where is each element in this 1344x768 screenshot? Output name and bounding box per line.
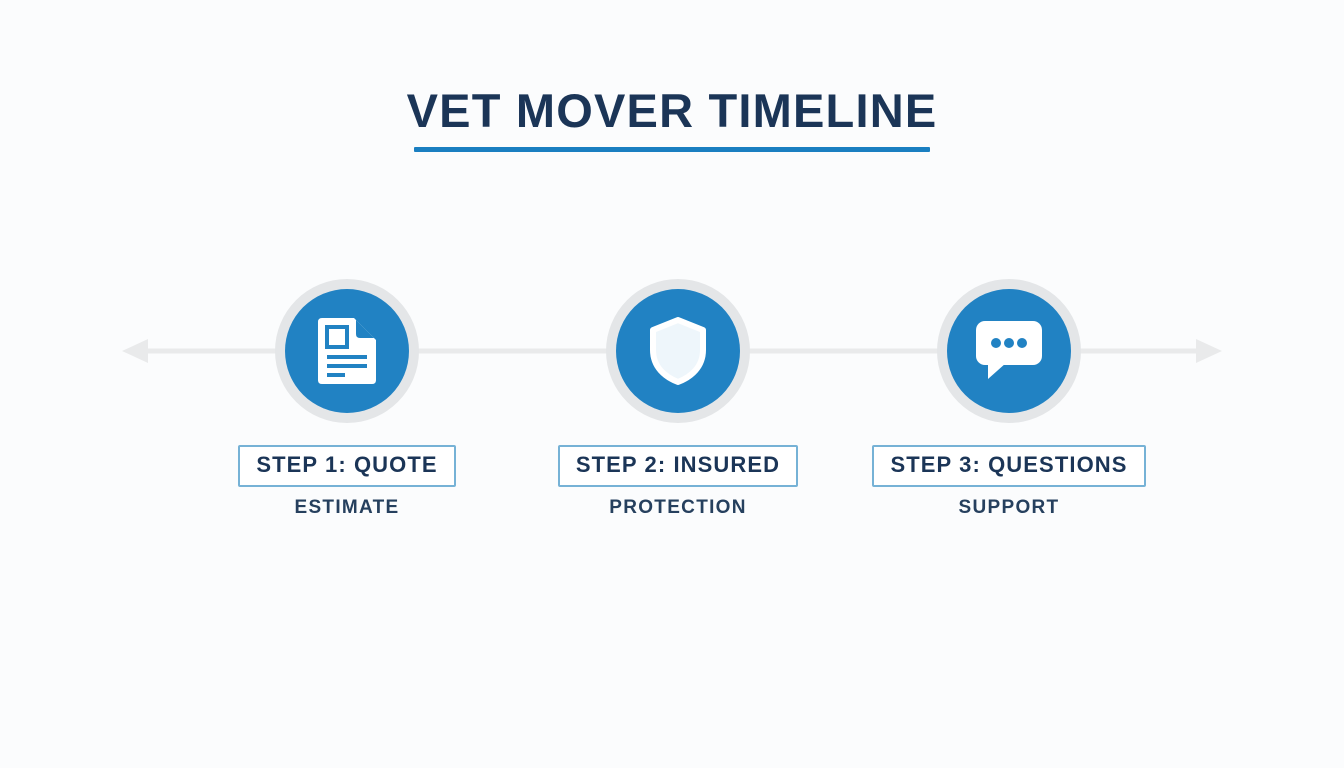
- step-2-node-ring: [606, 279, 750, 423]
- step-1-node-circle[interactable]: [285, 289, 409, 413]
- timeline-step-1[interactable]: STEP 1: QUOTE ESTIMATE: [182, 279, 512, 517]
- shield-icon: [649, 317, 707, 385]
- timeline-step-2[interactable]: STEP 2: INSURED PROTECTION: [513, 279, 843, 517]
- step-3-node-ring: [937, 279, 1081, 423]
- step-1-sub-label: ESTIMATE: [294, 497, 400, 518]
- step-3-label: STEP 3: QUESTIONS: [890, 452, 1128, 477]
- step-3-label-box[interactable]: STEP 3: QUESTIONS: [872, 445, 1146, 487]
- step-2-label-box[interactable]: STEP 2: INSURED: [557, 445, 799, 487]
- step-2-sub-label: PROTECTION: [609, 497, 747, 518]
- title-block: VET MOVER TIMELINE: [0, 84, 1344, 153]
- timeline-step-3[interactable]: STEP 3: QUESTIONS SUPPORT: [844, 279, 1174, 517]
- step-1-label-box[interactable]: STEP 1: QUOTE: [238, 445, 456, 487]
- step-1-label: STEP 1: QUOTE: [256, 452, 438, 477]
- step-2-label: STEP 2: INSURED: [575, 452, 781, 477]
- document-icon: [318, 318, 376, 384]
- title-underline: [414, 147, 930, 153]
- step-3-node-circle[interactable]: [947, 289, 1071, 413]
- timeline-steps: STEP 1: QUOTE ESTIMATE STEP 2: INSURED P…: [0, 279, 1344, 529]
- step-1-node-ring: [275, 279, 419, 423]
- step-2-node-circle[interactable]: [616, 289, 740, 413]
- step-3-sub-label: SUPPORT: [958, 497, 1060, 518]
- chat-bubble-icon: [976, 321, 1042, 381]
- page-title: VET MOVER TIMELINE: [406, 84, 938, 137]
